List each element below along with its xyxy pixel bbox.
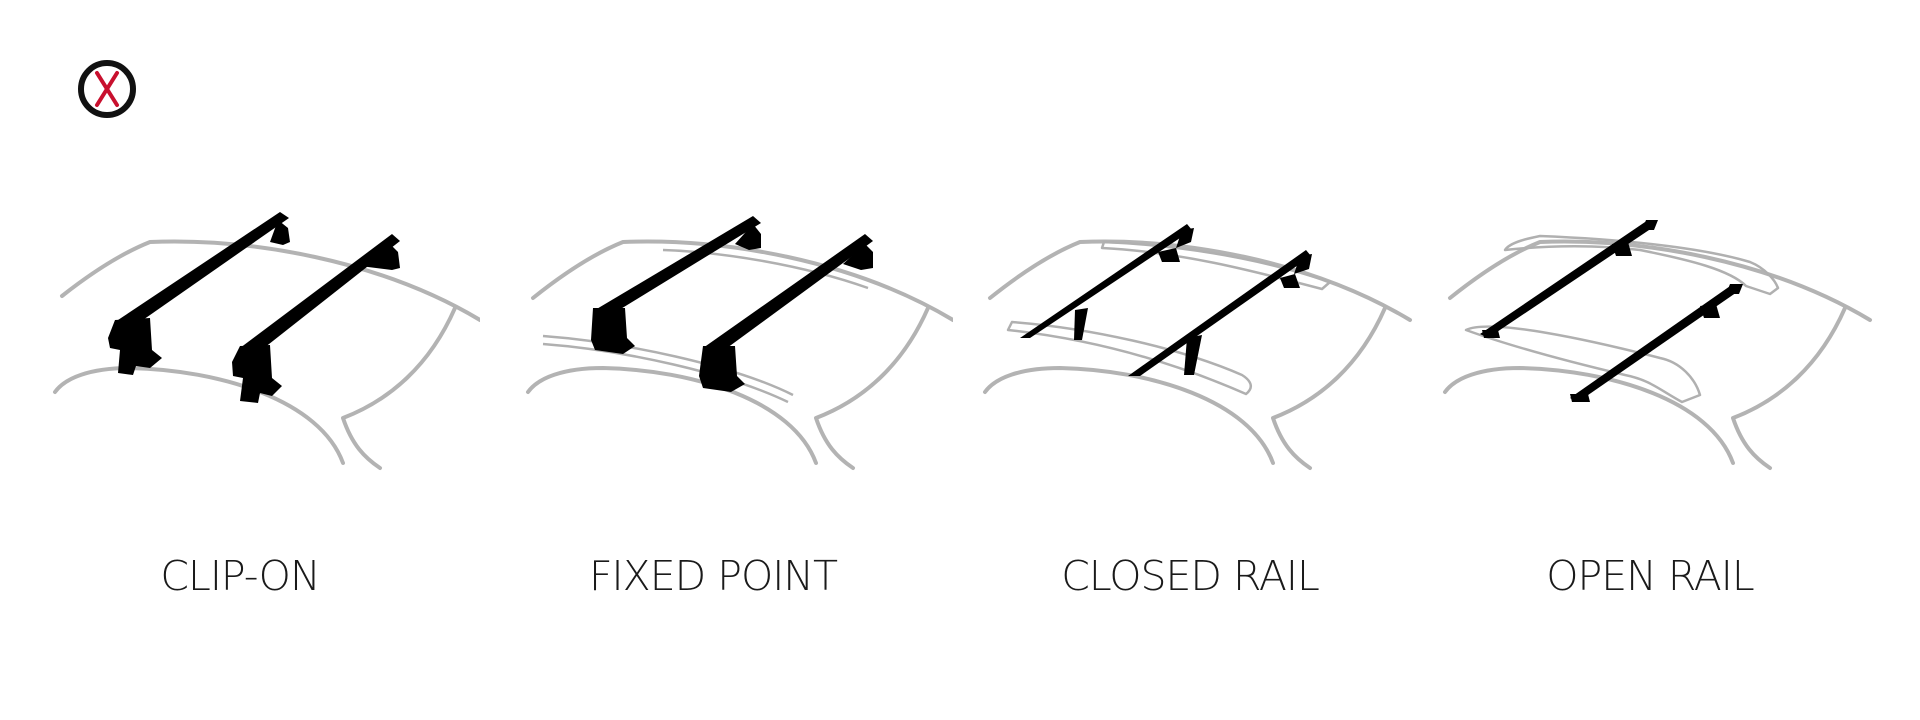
close-icon	[78, 60, 136, 118]
open-rail-illustration	[1443, 220, 1872, 470]
rack-type-label: CLOSED RAIL	[1061, 552, 1320, 600]
closed-rail-illustration	[983, 224, 1412, 470]
rack-type-closed-rail[interactable]: CLOSED RAIL	[950, 0, 1430, 720]
rack-type-label: FIXED POINT	[588, 552, 838, 600]
rack-type-label: OPEN RAIL	[1546, 552, 1754, 600]
clip-on-illustration	[53, 212, 480, 470]
close-button[interactable]	[76, 58, 138, 120]
rack-type-open-rail[interactable]: OPEN RAIL	[1410, 0, 1890, 720]
fixed-point-illustration	[526, 216, 953, 470]
rack-type-clip-on[interactable]: CLIP-ON	[0, 0, 480, 720]
rack-type-label: CLIP-ON	[160, 552, 320, 600]
rack-type-fixed-point[interactable]: FIXED POINT	[473, 0, 953, 720]
